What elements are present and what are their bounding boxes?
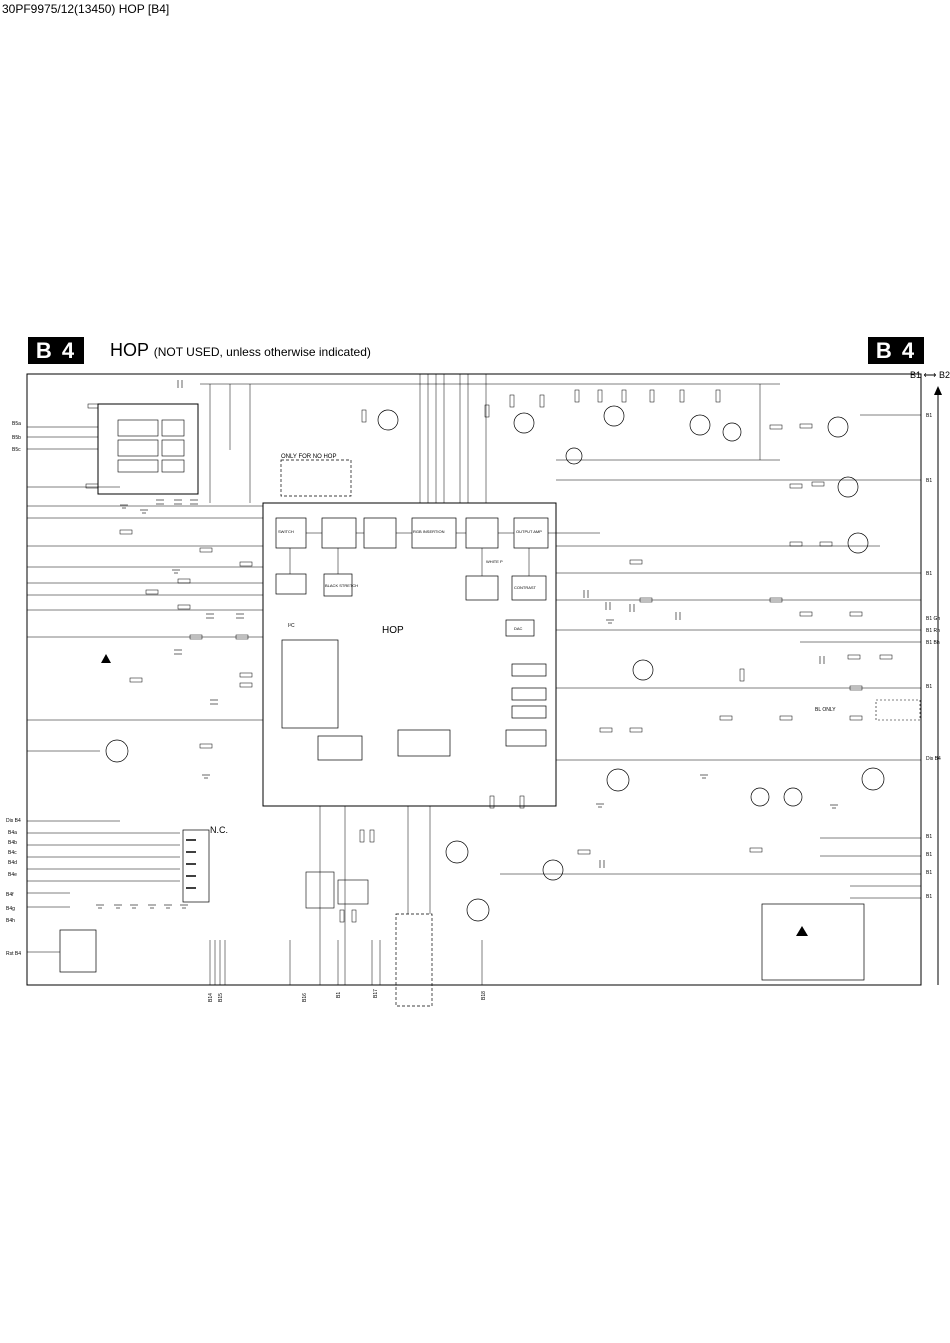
svg-text:Rst B4: Rst B4 [6, 951, 21, 957]
svg-text:Dis B4: Dis B4 [926, 756, 941, 762]
svg-text:B16: B16 [302, 993, 308, 1002]
svg-text:B4f: B4f [6, 892, 14, 898]
svg-text:B18: B18 [481, 991, 487, 1000]
page-header: 30PF9975/12(13450) HOP [B4] [2, 2, 170, 16]
title-subtitle: (NOT USED, unless otherwise indicated) [153, 345, 371, 359]
rgb-insertion-label: RGB INSERTION [413, 529, 445, 534]
left-signal-lines [27, 426, 263, 953]
svg-text:B15: B15 [218, 993, 224, 1002]
b20-arrow-head [934, 386, 942, 395]
dac-block [505, 619, 535, 637]
nc-label: N.C. [210, 825, 228, 835]
b20-label: B20 [938, 370, 950, 380]
svg-text:B5c: B5c [12, 447, 21, 453]
bl-only-label: BL ONLY [815, 707, 836, 713]
black-stretch-label: BLACK STRETCH [325, 583, 358, 588]
b1-b20-label: B1 ⟷ B20 [910, 370, 950, 381]
resistors [85, 389, 893, 923]
svg-text:B4c: B4c [8, 850, 17, 856]
svg-text:B1 Gh: B1 Gh [926, 616, 940, 622]
warning-icon [796, 926, 808, 936]
nc-connector [182, 829, 210, 903]
internal-wiring [289, 374, 600, 576]
reference-box [761, 903, 865, 981]
svg-text:B1: B1 [926, 413, 932, 419]
schematic-frame [26, 373, 922, 986]
svg-text:B14: B14 [208, 993, 214, 1002]
top-rail-lines [200, 383, 780, 503]
svg-text:Dis B4: Dis B4 [6, 818, 21, 824]
transistors [105, 405, 885, 922]
svg-text:B4b: B4b [8, 840, 17, 846]
svg-text:B1: B1 [336, 992, 342, 998]
svg-text:B4h: B4h [6, 918, 15, 924]
b1-label: B1 [910, 370, 922, 380]
right-signal-names: B1 B1 B1 B1 Gh B1 Rh B1 Bh B1 Dis B4 B1 … [926, 413, 941, 900]
diagram-title: HOP (NOT USED, unless otherwise indicate… [110, 340, 371, 361]
svg-text:B1: B1 [926, 571, 932, 577]
switch-label: SWITCH [278, 529, 294, 534]
output-amp-label: OUTPUT AMP [516, 529, 542, 534]
optional-ic-block [97, 403, 199, 495]
bottom-vertical-lines [209, 806, 483, 985]
svg-text:B4a: B4a [8, 830, 17, 836]
svg-text:B5b: B5b [12, 435, 21, 441]
bottom-labels: B14 B15 B16 B1 B17 B18 [208, 989, 487, 1002]
i2c-label: I²C [288, 623, 295, 629]
only-for-no-hop-lower [59, 929, 97, 973]
capacitors [156, 380, 825, 868]
svg-text:B1 Rh: B1 Rh [926, 628, 940, 634]
svg-text:B1: B1 [926, 478, 932, 484]
only-for-no-hop-label: ONLY FOR NO HOP [281, 454, 336, 460]
badge-left: B 4 [28, 337, 84, 364]
svg-text:B1: B1 [926, 834, 932, 840]
only-for-no-hop-box [280, 459, 352, 497]
contrast-label: CONTRAST [514, 585, 537, 590]
svg-text:B4d: B4d [8, 860, 17, 866]
title-main: HOP [110, 340, 149, 360]
white-p-label: WHITE P [486, 559, 503, 564]
svg-text:B1: B1 [926, 870, 932, 876]
svg-text:B1: B1 [926, 852, 932, 858]
dac-label: DAC [514, 626, 523, 631]
left-signal-names: B5a B5b B5c Dis B4 B4a B4b B4c B4d B4e B… [6, 421, 21, 957]
hop-ic-label: HOP [382, 625, 404, 636]
hop-ic-block [262, 502, 557, 807]
svg-text:B5a: B5a [12, 421, 21, 427]
svg-text:B1: B1 [926, 894, 932, 900]
ground-symbols [96, 504, 838, 909]
svg-text:B4e: B4e [8, 872, 17, 878]
svg-text:B1 Bh: B1 Bh [926, 640, 940, 646]
bottom-dashed-box [395, 913, 433, 1007]
warning-icon-left [101, 654, 111, 663]
badge-right: B 4 [868, 337, 924, 364]
svg-text:B4g: B4g [6, 906, 15, 912]
svg-text:B1: B1 [926, 684, 932, 690]
right-signal-lines [500, 414, 921, 899]
svg-text:B17: B17 [373, 989, 379, 998]
